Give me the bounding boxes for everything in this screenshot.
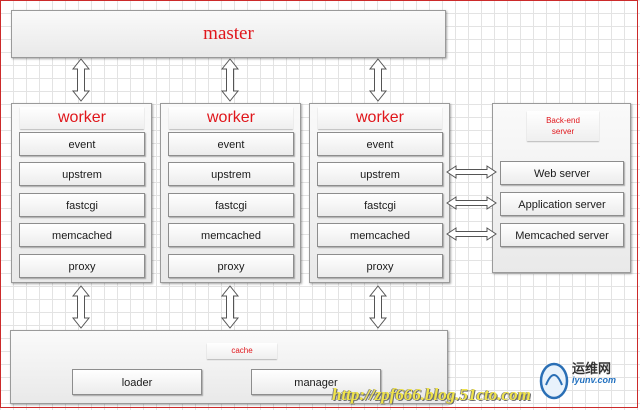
web-server-box: Web server <box>500 161 624 185</box>
worker-title: worker <box>318 107 442 129</box>
logo-icon <box>539 362 569 400</box>
double-arrow-worker-1-cache <box>72 285 90 329</box>
logo-subtext: iyunv.com <box>572 375 617 385</box>
double-arrow-worker-2-cache <box>221 285 239 329</box>
cache-title: cache <box>207 343 277 359</box>
module-upstrem: upstrem <box>168 162 294 186</box>
worker-title: worker <box>169 107 293 129</box>
module-proxy: proxy <box>19 254 145 278</box>
worker-panel-1: worker event upstrem fastcgi memcached p… <box>11 103 152 283</box>
backend-title-line2: server <box>551 127 575 136</box>
module-event: event <box>19 132 145 156</box>
module-upstrem: upstrem <box>317 162 443 186</box>
application-server-box: Application server <box>500 192 624 216</box>
module-event: event <box>168 132 294 156</box>
loader-box: loader <box>72 369 202 395</box>
double-arrow-memcached-memcached-server <box>446 227 497 241</box>
module-upstrem: upstrem <box>19 162 145 186</box>
worker-panel-2: worker event upstrem fastcgi memcached p… <box>160 103 301 283</box>
module-event: event <box>317 132 443 156</box>
blog-url-watermark: http://zpf666.blog.51cto.com <box>332 385 531 404</box>
module-fastcgi: fastcgi <box>19 193 145 217</box>
module-proxy: proxy <box>317 254 443 278</box>
backend-title-line1: Back-end <box>546 116 580 125</box>
module-proxy: proxy <box>168 254 294 278</box>
site-logo: 运维网 iyunv.com <box>538 355 638 409</box>
double-arrow-master-worker-1 <box>72 58 90 102</box>
double-arrow-worker-3-cache <box>369 285 387 329</box>
backend-server-panel: Back-end server Web server Application s… <box>492 103 631 273</box>
master-title: master <box>203 23 254 44</box>
double-arrow-master-worker-2 <box>221 58 239 102</box>
worker-panel-3: worker event upstrem fastcgi memcached p… <box>309 103 450 283</box>
memcached-server-box: Memcached server <box>500 223 624 247</box>
master-panel: master <box>11 10 446 58</box>
backend-title: Back-end server <box>527 111 599 141</box>
worker-title: worker <box>20 107 144 129</box>
manager-box: manager <box>251 369 381 395</box>
double-arrow-master-worker-3 <box>369 58 387 102</box>
double-arrow-fastcgi-application-server <box>446 196 497 210</box>
module-memcached: memcached <box>168 223 294 247</box>
module-fastcgi: fastcgi <box>317 193 443 217</box>
module-fastcgi: fastcgi <box>168 193 294 217</box>
double-arrow-upstrem-web-server <box>446 165 497 179</box>
module-memcached: memcached <box>317 223 443 247</box>
logo-text: 运维网 <box>572 361 612 376</box>
module-memcached: memcached <box>19 223 145 247</box>
cache-panel: cache loader manager <box>10 330 448 404</box>
